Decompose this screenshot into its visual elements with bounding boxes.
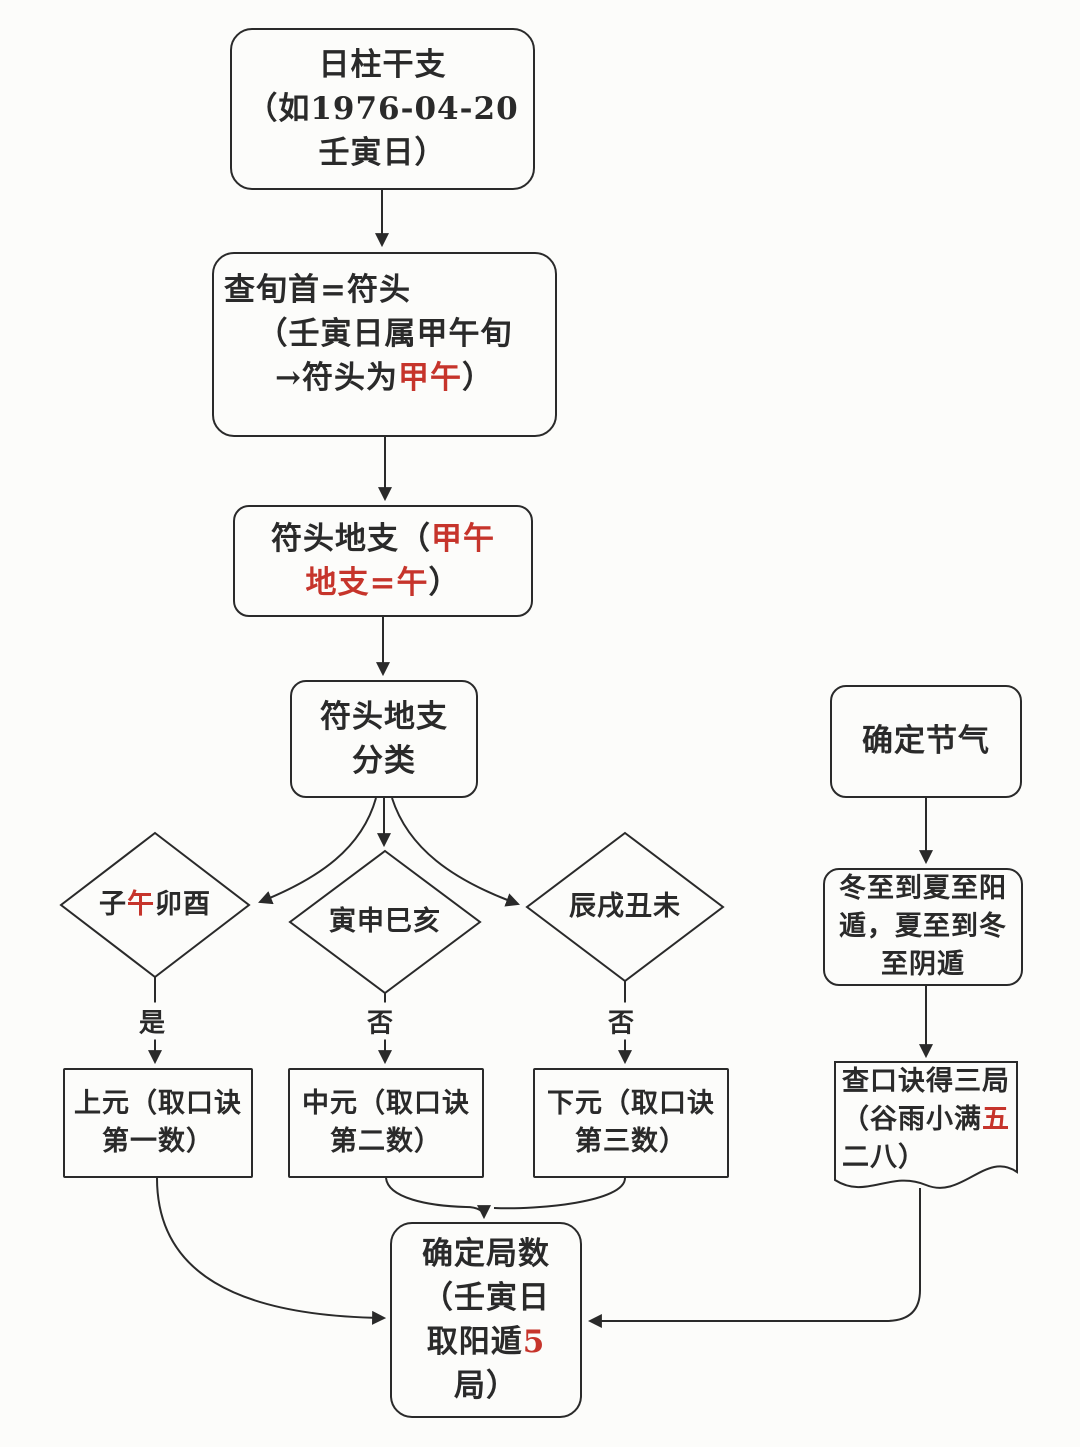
futou-line1: 符头地支（甲午 (271, 520, 495, 557)
dongzhi-line2: 遁，夏至到冬 (839, 910, 1007, 942)
node-zhong-yuan: 中元（取口诀 第二数） (288, 1068, 484, 1178)
classify-line2: 分类 (352, 743, 416, 779)
document-shape-koujue (834, 1061, 1018, 1189)
diamond-left-red-wu: 午 (127, 889, 155, 921)
curve-koujue-to-final (587, 1188, 921, 1328)
diamond-yin-shen-si-hai (288, 849, 482, 995)
diamond-right-label: 辰戌丑未 (545, 882, 705, 932)
xunshou-line2: （壬寅日属甲午旬 (256, 316, 513, 353)
node-futou-dizhi: 符头地支（甲午 地支=午） (233, 505, 533, 617)
diamond-zi-wu-mao-you (59, 831, 251, 979)
koujue-red-wu: 五 (982, 1104, 1010, 1136)
diamond-mid-label: 寅申巳亥 (305, 897, 465, 947)
shang-yuan-line2: 第一数） (102, 1126, 214, 1157)
futou-red-dizhi-wu: 地支=午 (305, 565, 429, 601)
final-line4: 局） (454, 1368, 518, 1405)
shang-yuan-line1: 上元（取口诀 (74, 1087, 242, 1119)
classify-line1: 符头地支 (320, 698, 448, 735)
day-pillar-line3: 壬寅日） (318, 135, 447, 171)
arrow-join-to-final (465, 1205, 491, 1220)
day-pillar-line2: （如1976-04-20 (246, 90, 519, 127)
node-classify: 符头地支 分类 (290, 680, 478, 798)
diamond-right-text: 辰戌丑未 (569, 891, 681, 923)
xia-yuan-line1: 下元（取口诀 (547, 1087, 715, 1119)
xunshou-line1: 查旬首=符头 (224, 272, 411, 308)
curve-xiayuan-to-join (493, 1177, 626, 1210)
diamond-chen-xu-chou-wei (525, 831, 725, 983)
node-jieqi: 确定节气 (830, 685, 1022, 798)
final-line2: （壬寅日 (422, 1279, 550, 1316)
diamond-left-label: 子午卯酉 (75, 880, 235, 930)
futou-red-jiawu: 甲午 (431, 520, 495, 557)
node-xia-yuan: 下元（取口诀 第三数） (533, 1068, 729, 1178)
koujue-line3: 二八） (842, 1141, 926, 1173)
xunshou-line3: →符头为甲午） (275, 360, 494, 397)
final-line3: 取阳遁5 (426, 1324, 546, 1360)
node-koujue-text: 查口诀得三局 （谷雨小满五 二八） (842, 1066, 1014, 1173)
xia-yuan-line2: 第三数） (575, 1126, 687, 1157)
node-final-ju: 确定局数 （壬寅日 取阳遁5 局） (390, 1222, 582, 1418)
final-red-5: 5 (522, 1324, 546, 1360)
xunshou-red-jiawu: 甲午 (397, 360, 462, 397)
jieqi-line1: 确定节气 (862, 723, 990, 760)
koujue-line2: （谷雨小满五 (842, 1104, 1010, 1136)
curve-classify-to-right-diamond (391, 797, 520, 907)
futou-line2: 地支=午） (305, 565, 461, 601)
diamond-left-text: 子午卯酉 (99, 889, 211, 921)
curve-zhongyuan-to-join (385, 1177, 467, 1208)
edge-label-yes: 是 (133, 1002, 171, 1040)
diamond-mid-text: 寅申巳亥 (329, 906, 441, 938)
day-pillar-line1: 日柱干支 (318, 46, 447, 83)
node-shang-yuan: 上元（取口诀 第一数） (63, 1068, 253, 1178)
edge-label-no-right: 否 (602, 1002, 640, 1040)
edge-label-no-mid: 否 (361, 1002, 399, 1040)
node-xunshou: 查旬首=符头 （壬寅日属甲午旬 →符头为甲午） (212, 252, 557, 437)
node-day-pillar: 日柱干支 （如1976-04-20 壬寅日） (230, 28, 535, 190)
zhong-yuan-line2: 第二数） (330, 1126, 442, 1157)
final-line1: 确定局数 (422, 1235, 550, 1272)
curve-shangyuan-to-final (156, 1177, 387, 1325)
node-dongzhi: 冬至到夏至阳 遁，夏至到冬 至阴遁 (823, 868, 1023, 986)
dongzhi-line1: 冬至到夏至阳 (839, 872, 1007, 904)
zhong-yuan-line1: 中元（取口诀 (302, 1087, 470, 1119)
curve-classify-to-left-diamond (258, 797, 377, 905)
dongzhi-line3: 至阴遁 (881, 949, 965, 981)
koujue-line1: 查口诀得三局 (842, 1066, 1010, 1098)
